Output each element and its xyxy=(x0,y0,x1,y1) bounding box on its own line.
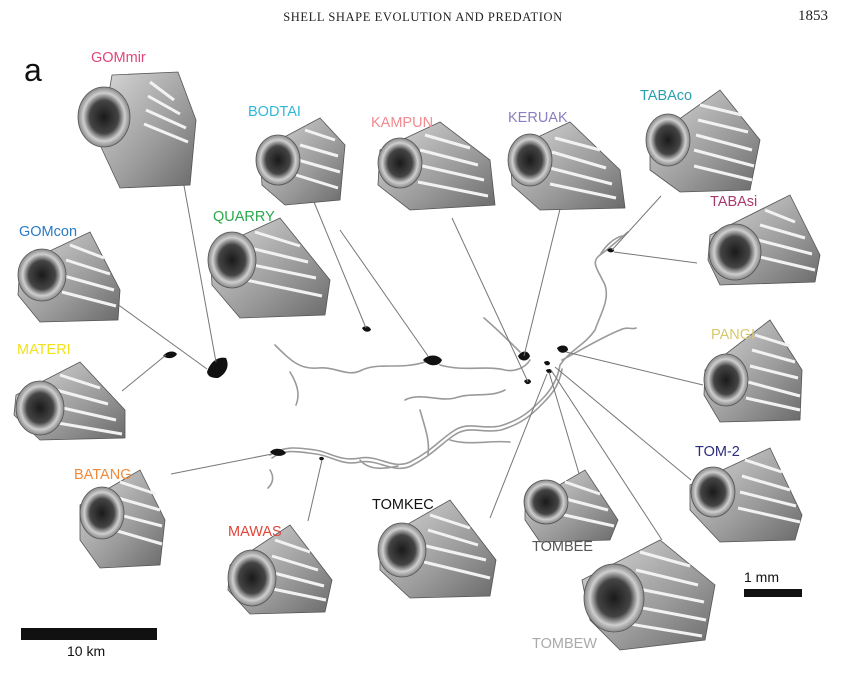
page-number: 1853 xyxy=(798,8,828,24)
site-label-batang: BATANG xyxy=(74,467,132,483)
site-label-kampun: KAMPUN xyxy=(371,115,434,131)
shell-scale-bar xyxy=(744,589,802,597)
site-label-quarry: QUARRY xyxy=(213,209,275,225)
site-label-tabaco: TABAco xyxy=(640,88,693,104)
shell-kampun xyxy=(377,121,496,211)
site-label-materi: MATERI xyxy=(17,342,71,358)
shell-pangi xyxy=(703,319,803,423)
shell-bodtai xyxy=(255,117,346,206)
site-label-mawas: MAWAS xyxy=(228,524,282,540)
running-head: SHELL SHAPE EVOLUTION AND PREDATION xyxy=(283,10,563,24)
panel-label: a xyxy=(24,52,42,88)
shell-mawas xyxy=(227,524,333,615)
shell-keruak xyxy=(507,121,626,211)
shell-batang xyxy=(79,469,166,569)
shell-materi xyxy=(13,361,126,441)
site-label-tombew: TOMBEW xyxy=(532,636,597,652)
map-scale-label: 10 km xyxy=(67,643,106,659)
site-label-tom2: TOM-2 xyxy=(695,444,740,460)
site-label-tomkec: TOMKEC xyxy=(372,497,434,513)
shell-illustrations xyxy=(13,71,821,651)
map-scale-bar xyxy=(21,628,157,640)
shell-scale-label: 1 mm xyxy=(744,569,779,585)
site-label-tombee: TOMBEE xyxy=(532,539,593,555)
site-label-tabasi: TABAsi xyxy=(710,194,758,210)
shell-quarry xyxy=(207,217,331,319)
river-network xyxy=(267,231,637,489)
site-label-pangi: PANGI xyxy=(711,327,756,343)
shell-gomcon xyxy=(17,231,121,323)
site-label-bodtai: BODTAI xyxy=(248,104,301,120)
shell-tom2 xyxy=(689,447,803,543)
shell-gommir xyxy=(77,71,197,189)
locality-markers xyxy=(163,248,614,461)
shell-tabaco xyxy=(645,89,761,193)
shell-tombee xyxy=(523,469,619,543)
site-label-gomcon: GOMcon xyxy=(19,224,78,240)
leader-lines xyxy=(112,179,704,541)
shell-tomkec xyxy=(377,499,497,599)
shell-tabasi xyxy=(707,194,821,286)
shell-tombew xyxy=(581,539,716,651)
site-label-keruak: KERUAK xyxy=(508,110,568,126)
site-label-gommir: GOMmir xyxy=(91,50,146,66)
